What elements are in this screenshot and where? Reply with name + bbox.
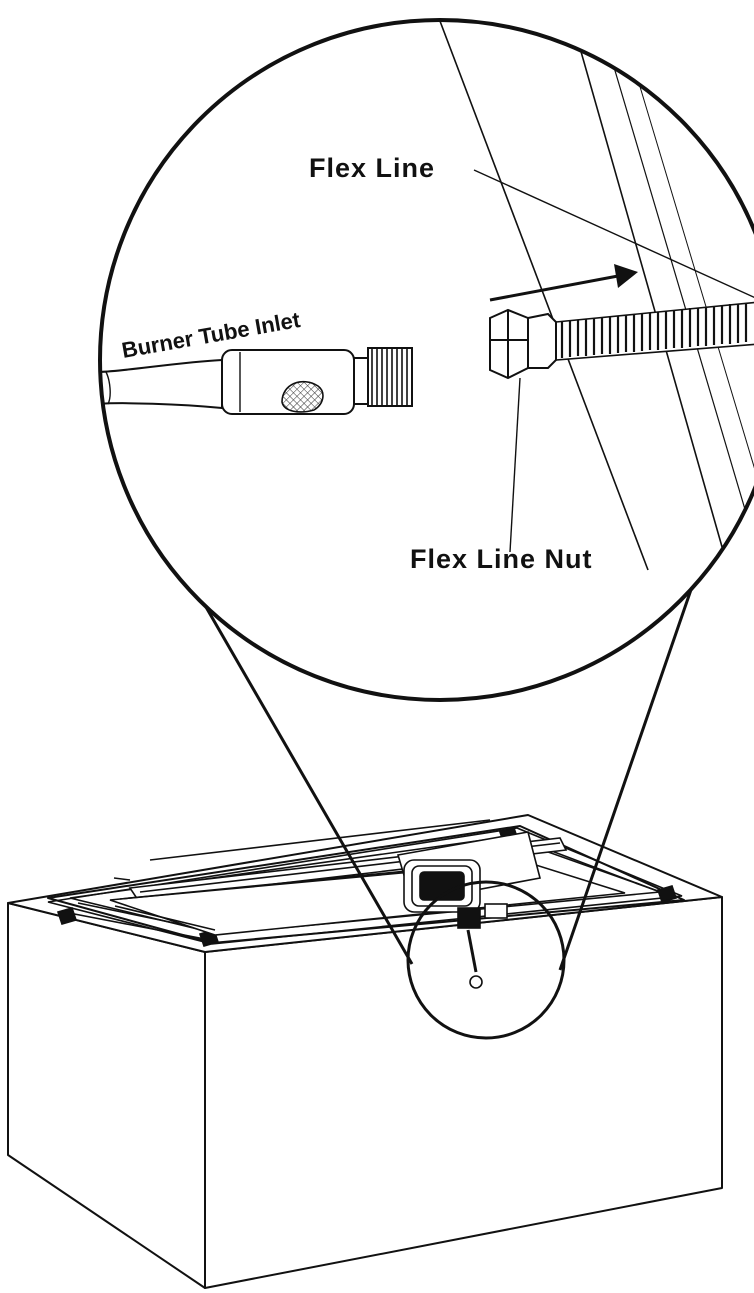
burner-tube [100, 347, 413, 415]
detail-magnified-view [98, 18, 754, 702]
flex-line-nut [489, 308, 557, 380]
flex-line-nut-label: Flex Line Nut [410, 544, 593, 574]
flex-line-label: Flex Line [309, 153, 436, 183]
flex-line-hose [555, 301, 754, 361]
